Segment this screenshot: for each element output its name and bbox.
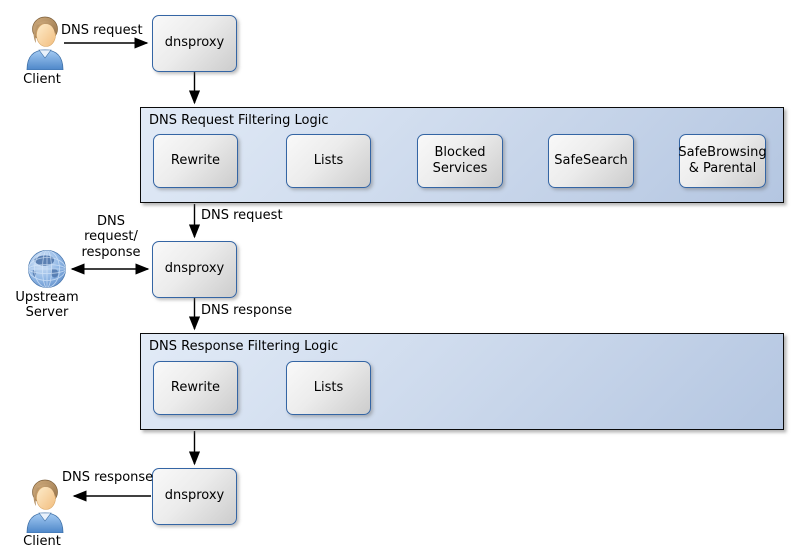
filter-box-lists-row1: Lists — [286, 134, 371, 188]
dnsproxy-node-bottom: dnsproxy — [152, 468, 237, 525]
client-bottom-label: Client — [23, 534, 61, 549]
client-top-label: Client — [23, 72, 61, 87]
group-title-response-filtering: DNS Response Filtering Logic — [149, 339, 339, 354]
edge-label-dns-request-mid: DNS request — [201, 208, 283, 223]
edge-label-dns-response-bottom: DNS response — [62, 470, 154, 485]
upstream-server-label: Upstream Server — [15, 290, 79, 320]
group-dns-response-filtering: DNS Response Filtering Logic — [140, 333, 784, 430]
edge-label-dns-request-response: DNS request/ response — [81, 214, 141, 260]
globe-icon — [27, 249, 67, 289]
dnsproxy-node-middle: dnsproxy — [152, 241, 237, 298]
filter-box-blocked-services: Blocked Services — [417, 134, 503, 188]
client-person-icon — [24, 14, 66, 71]
filter-box-rewrite-row2: Rewrite — [153, 361, 238, 415]
filter-box-rewrite-row1: Rewrite — [153, 134, 238, 188]
edge-label-dns-request-top: DNS request — [61, 23, 143, 38]
filter-box-safebrowsing-parental: SafeBrowsing & Parental — [678, 134, 767, 188]
edge-label-dns-response-mid: DNS response — [201, 303, 293, 318]
client-person-icon-bottom — [24, 477, 66, 534]
filter-box-safesearch: SafeSearch — [548, 134, 634, 188]
dnsproxy-node-top: dnsproxy — [152, 15, 237, 72]
filter-box-lists-row2: Lists — [286, 361, 371, 415]
group-title-request-filtering: DNS Request Filtering Logic — [149, 113, 329, 128]
